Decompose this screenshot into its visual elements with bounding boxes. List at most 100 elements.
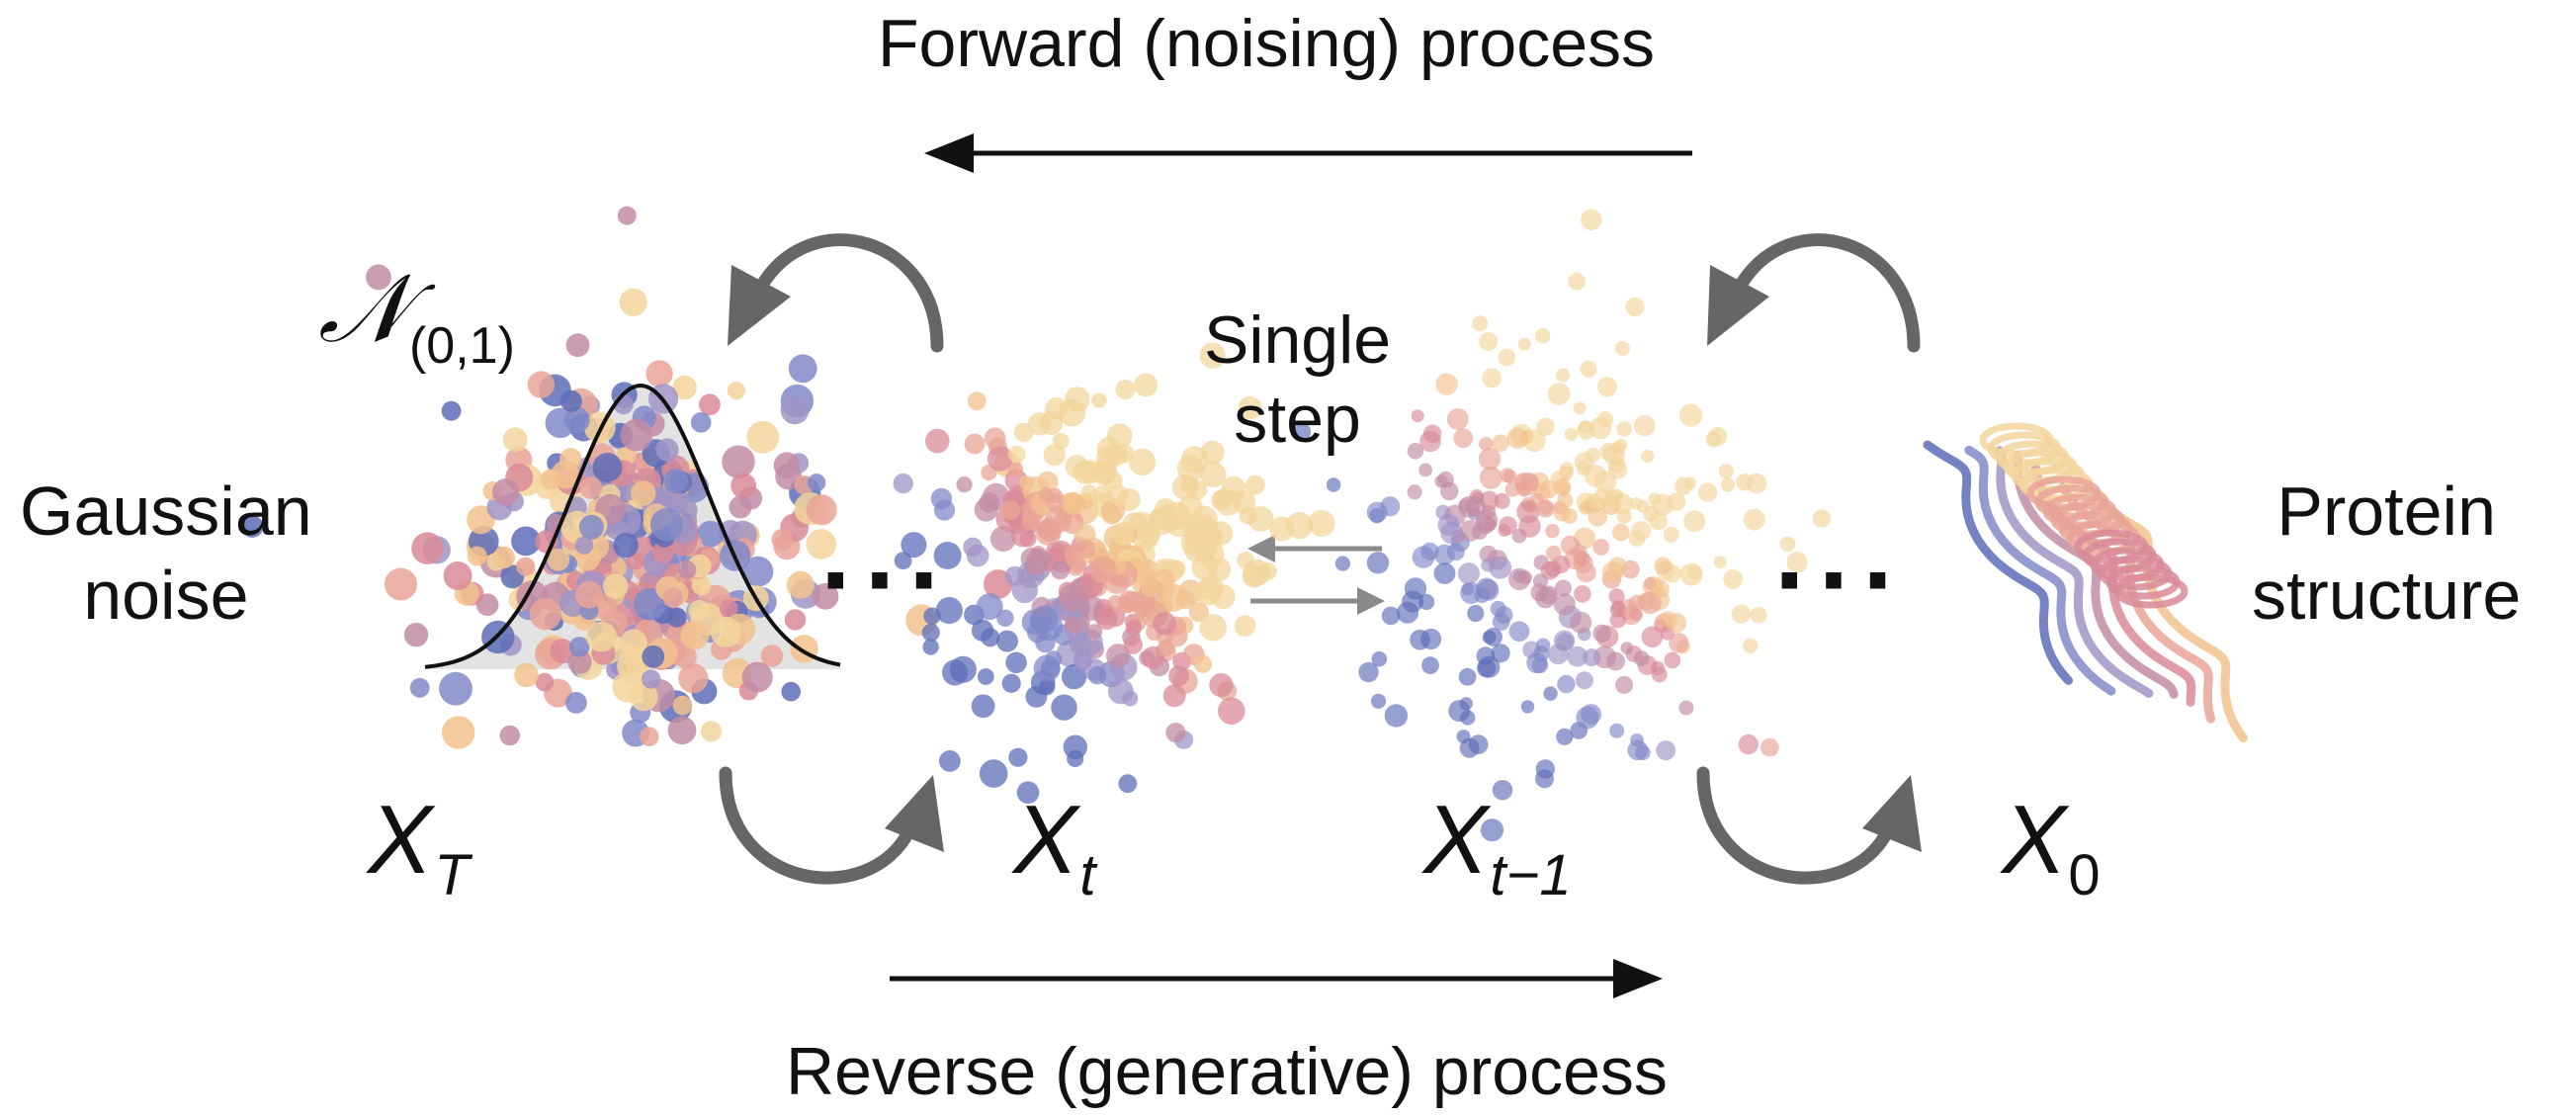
atom-point: [1366, 501, 1388, 523]
atom-point: [619, 288, 647, 316]
atom-point: [516, 557, 536, 576]
atom-point: [784, 609, 807, 631]
atom-point: [1096, 436, 1121, 461]
atom-point: [1491, 434, 1509, 453]
atom-point: [1196, 579, 1222, 606]
atom-point: [1207, 530, 1224, 546]
atom-point: [1648, 492, 1662, 506]
atom-point: [672, 375, 697, 400]
atom-point: [1187, 479, 1208, 500]
atom-point: [1736, 473, 1754, 491]
atom-point: [921, 623, 940, 643]
atom-point: [1621, 605, 1642, 626]
atom-point: [1489, 556, 1512, 579]
protein-structure-label-line1: Protein: [2276, 473, 2497, 550]
gaussian-noise-label: Gaussian noise: [20, 470, 312, 639]
atom-point: [1571, 544, 1588, 560]
atom-point: [620, 418, 653, 452]
atom-point: [901, 532, 927, 559]
atom-point: [574, 536, 594, 555]
atom-point: [1456, 730, 1471, 744]
atom-point: [1557, 492, 1574, 509]
atom-point: [1107, 484, 1129, 505]
atom-point: [1683, 510, 1706, 533]
atom-point: [1484, 628, 1503, 646]
atom-point: [1625, 297, 1645, 317]
atom-point: [1125, 619, 1143, 637]
atom-point: [1786, 552, 1808, 573]
atom-point: [568, 637, 590, 657]
atom-point: [1242, 563, 1266, 588]
atom-point: [617, 206, 637, 225]
atom-point: [1402, 590, 1424, 613]
atom-point: [1608, 588, 1625, 605]
atom-point: [781, 681, 801, 702]
atom-point: [1026, 549, 1051, 572]
normal-distribution-main: 𝒩: [318, 256, 409, 362]
atom-point: [996, 630, 1018, 652]
atom-point: [979, 759, 1008, 788]
atom-point: [1539, 585, 1559, 605]
protein-structure-image: [1923, 422, 2248, 743]
atom-point: [579, 476, 603, 499]
state-x0-main: X: [2002, 785, 2067, 894]
atom-point: [1480, 818, 1504, 842]
atom-point: [1498, 348, 1516, 367]
atom-point: [1651, 666, 1668, 683]
atom-point: [492, 478, 520, 506]
atom-point: [1199, 613, 1227, 642]
atom-point: [467, 546, 487, 566]
atom-point: [443, 561, 472, 590]
atom-point: [1035, 519, 1062, 546]
atom-point: [1412, 546, 1435, 568]
atom-point: [1019, 475, 1035, 491]
atom-point: [788, 354, 817, 384]
atom-point: [1508, 621, 1530, 643]
atom-point: [894, 552, 912, 570]
atom-point: [1001, 673, 1021, 693]
atom-point: [1494, 492, 1510, 509]
atom-point: [1407, 484, 1422, 500]
atom-point: [1209, 673, 1234, 698]
atom-point: [1812, 509, 1832, 528]
single-step-label: Single step: [1204, 301, 1391, 459]
atom-point: [1731, 604, 1752, 624]
atom-point: [1482, 368, 1503, 388]
atom-point: [579, 514, 604, 540]
atom-point: [1200, 461, 1227, 488]
atom-point: [1115, 380, 1136, 400]
atom-point: [1543, 686, 1558, 701]
atom-point: [1705, 431, 1722, 448]
atom-point: [1630, 732, 1644, 747]
atom-point: [963, 537, 983, 558]
atom-point: [655, 438, 679, 462]
atom-point: [893, 473, 913, 494]
atom-point: [1667, 492, 1686, 511]
atom-point: [1165, 510, 1193, 538]
state-label-xT: XT: [368, 791, 470, 904]
atom-point: [1366, 552, 1390, 574]
atom-point: [620, 629, 647, 657]
atom-point: [1411, 409, 1424, 423]
atom-point: [1602, 443, 1625, 466]
atom-point: [575, 580, 603, 609]
atom-point: [1606, 651, 1625, 671]
atom-point: [1536, 417, 1555, 437]
atom-point: [1479, 545, 1498, 563]
atom-point: [971, 694, 995, 719]
atom-point: [1183, 537, 1209, 562]
atom-point: [492, 546, 516, 569]
atom-point: [1089, 556, 1117, 584]
atom-point: [746, 421, 780, 454]
atom-point: [1238, 395, 1262, 420]
atom-point: [1459, 520, 1482, 542]
atom-point: [1035, 632, 1056, 653]
atom-point: [1479, 437, 1494, 452]
atom-point: [612, 670, 644, 703]
state-label-xt-minus-1: Xt−1: [1423, 791, 1572, 904]
atom-point: [1106, 644, 1131, 668]
atom-point: [241, 515, 264, 538]
atom-point: [559, 448, 582, 471]
atom-point: [1476, 646, 1496, 666]
